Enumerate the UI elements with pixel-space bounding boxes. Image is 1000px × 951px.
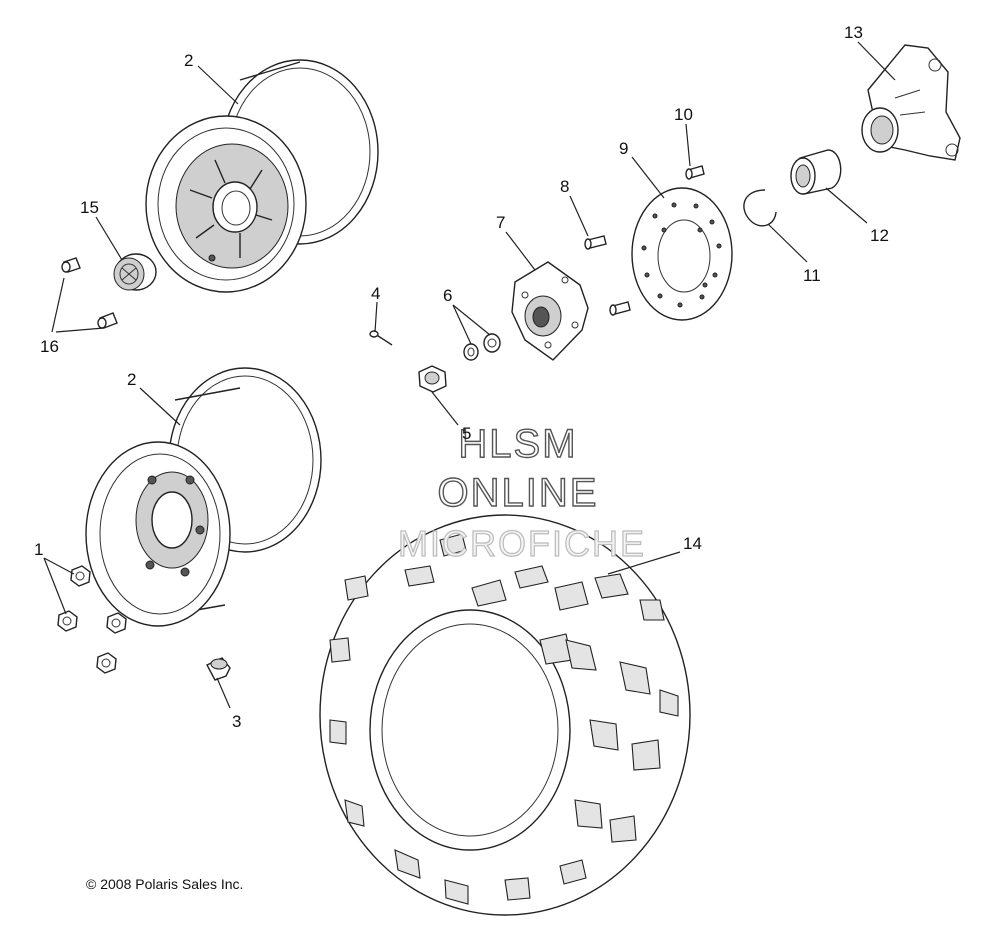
callout-2-upper: 2 [184,51,193,70]
brake-bolts [584,235,631,316]
lug-nuts [57,565,127,674]
callouts: 2 15 16 2 1 3 4 6 5 7 8 9 10 11 12 13 14 [34,23,889,731]
callout-4: 4 [371,284,380,303]
hub-cap [113,253,157,291]
callout-10: 10 [674,105,693,124]
callout-14: 14 [683,534,702,553]
callout-8: 8 [560,177,569,196]
callout-6: 6 [443,286,452,305]
watermark: HLSM ONLINE MICROFICHE [397,421,646,564]
brake-disc [631,187,733,321]
valve-stem [206,657,231,681]
callout-12: 12 [870,226,889,245]
callout-9: 9 [619,139,628,158]
tire [319,514,691,916]
callout-1: 1 [34,540,43,559]
callout-3: 3 [232,712,241,731]
upper-wheel-rim [145,59,379,293]
wheel-studs [61,257,118,329]
watermark-line2: ONLINE [438,471,599,515]
callout-13: 13 [844,23,863,42]
bearing [790,149,842,195]
watermark-line3: MICROFICHE [398,523,646,564]
watermark-line1: HLSM [458,422,577,466]
retaining-ring [743,189,777,227]
callout-15: 15 [80,198,99,217]
bolt [685,165,705,180]
hub-knuckle [861,44,961,161]
washers [463,333,501,361]
leader-lines [43,41,896,709]
castle-nut [418,365,447,393]
copyright-notice: © 2008 Polaris Sales Inc. [86,876,244,892]
callout-5: 5 [462,424,471,443]
callout-16: 16 [40,337,59,356]
callout-11: 11 [803,266,821,285]
callout-2-lower: 2 [127,370,136,389]
lower-wheel-rim [85,367,322,627]
wheel-hub [511,261,589,361]
callout-7: 7 [496,213,505,232]
cotter-pin [369,330,393,346]
